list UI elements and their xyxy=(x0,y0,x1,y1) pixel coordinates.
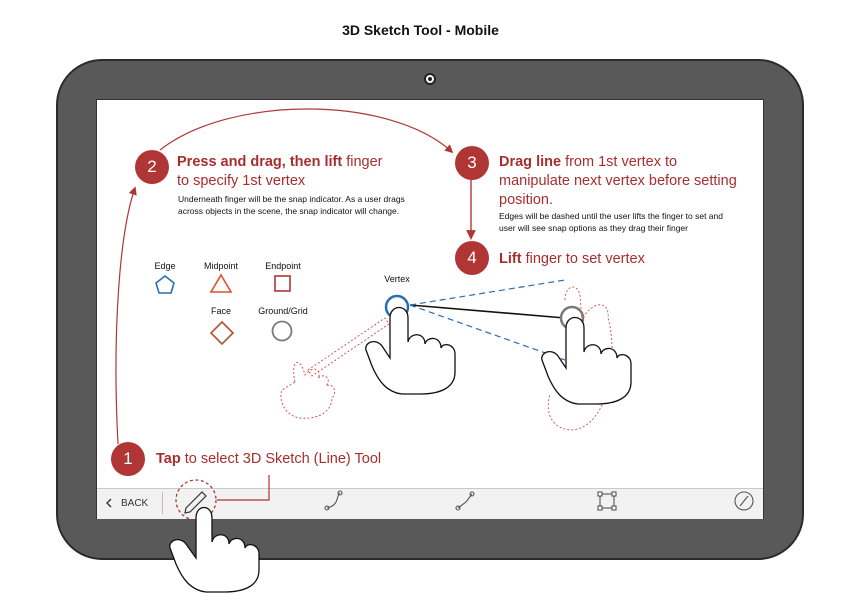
page-title: 3D Sketch Tool - Mobile xyxy=(342,22,499,38)
arrow-step1-to-pencil xyxy=(217,475,270,501)
step-1-text: to select 3D Sketch (Line) Tool xyxy=(180,451,382,467)
rectangle-icon xyxy=(597,491,617,511)
step-3-bold: Drag line xyxy=(499,154,562,170)
hand-vertex-icon xyxy=(365,306,456,395)
step-3-text: from 1st vertex to xyxy=(561,154,678,170)
step-4-bold: Lift xyxy=(499,251,522,267)
curve-tool-button[interactable] xyxy=(320,488,348,516)
ghost-hand-lift xyxy=(547,286,613,431)
compass-tool-button[interactable] xyxy=(731,488,759,516)
triangle-icon xyxy=(209,273,233,293)
polyline-icon xyxy=(455,491,475,511)
pencil-tool-button[interactable] xyxy=(176,480,216,520)
step-3-badge: 3 xyxy=(455,146,489,180)
ghost-hand-drag xyxy=(280,317,390,419)
step-1-badge: 1 xyxy=(111,442,145,476)
pencil-icon xyxy=(175,479,217,521)
step-3-line3: position. xyxy=(499,192,554,208)
square-icon xyxy=(274,275,291,292)
hand-tap-icon xyxy=(169,506,260,593)
toolbar-divider xyxy=(162,492,163,514)
step-3-line2: manipulate next vertex before setting xyxy=(499,173,737,189)
back-button[interactable]: BACK xyxy=(106,494,148,512)
back-label: BACK xyxy=(121,497,149,509)
compass-icon xyxy=(734,491,754,511)
curve-icon xyxy=(324,490,343,511)
arrow-step1-to-step2 xyxy=(115,186,137,445)
snap-label-edge: Edge xyxy=(154,261,176,271)
step-4-heading: Lift finger to set vertex xyxy=(499,250,645,269)
step-2-bold: Press and drag, then lift xyxy=(177,154,343,170)
rectangle-tool-button[interactable] xyxy=(594,488,622,516)
step-3-heading: Drag line from 1st vertex to manipulate … xyxy=(499,153,754,210)
step-2-badge: 2 xyxy=(135,150,169,184)
polyline-tool-button[interactable] xyxy=(452,488,480,516)
step-3-note: Edges will be dashed until the user lift… xyxy=(499,211,723,233)
vertex-label: Vertex xyxy=(384,274,410,284)
tablet-screen xyxy=(96,99,764,519)
snap-label-endpoint: Endpoint xyxy=(265,261,301,271)
step-2-line2: to specify 1st vertex xyxy=(177,173,306,189)
chevron-left-icon xyxy=(106,498,112,508)
step-2-text: finger xyxy=(342,154,383,170)
snap-label-midpoint: Midpoint xyxy=(203,261,239,271)
snap-label-face: Face xyxy=(210,306,231,316)
camera-icon xyxy=(424,73,436,85)
diamond-icon xyxy=(209,320,235,346)
step-1-heading: Tap to select 3D Sketch (Line) Tool xyxy=(156,450,381,469)
step-1-bold: Tap xyxy=(156,451,181,467)
step-2-heading: Press and drag, then lift finger to spec… xyxy=(177,153,417,191)
circle-icon xyxy=(271,320,293,342)
hand-ground-icon xyxy=(541,316,632,405)
arrow-step2-to-step3 xyxy=(159,108,454,154)
snap-label-ground-grid: Ground/Grid xyxy=(258,306,308,316)
pentagon-icon xyxy=(155,274,175,294)
step-2-note: Underneath finger will be the snap indic… xyxy=(178,194,405,216)
step-4-badge: 4 xyxy=(455,241,489,275)
step-4-text: finger to set vertex xyxy=(521,251,645,267)
